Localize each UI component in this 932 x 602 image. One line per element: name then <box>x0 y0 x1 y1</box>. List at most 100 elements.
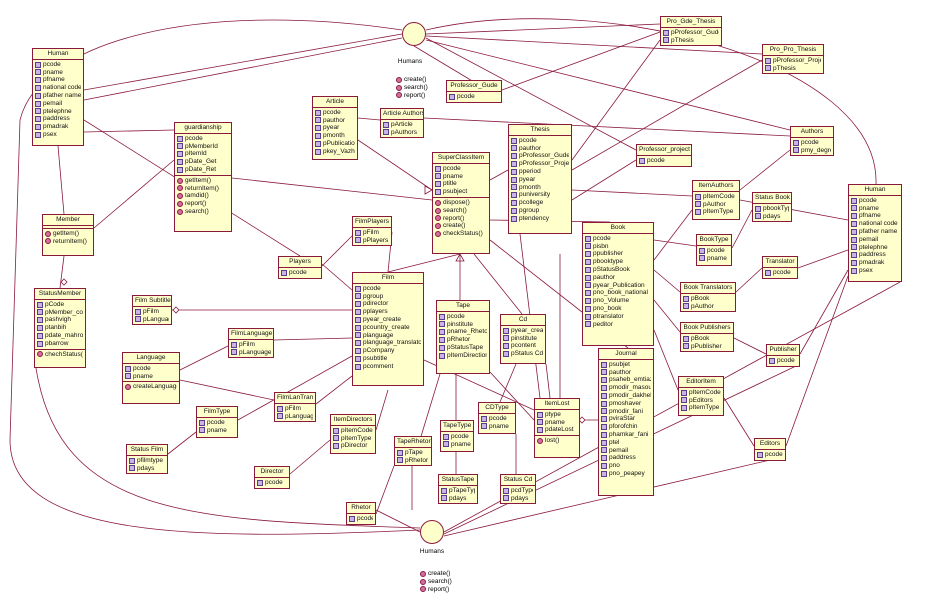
attribute-label: pcode <box>457 92 475 100</box>
attribute-label: pcode <box>489 414 507 422</box>
attribute-icon <box>663 37 669 44</box>
class-cd[interactable]: Cdpyear_createpinstitutepcontentpStatus … <box>500 314 546 364</box>
class-title: FilmType <box>197 407 237 418</box>
association-line <box>739 149 791 191</box>
attribute-icon <box>765 65 771 72</box>
attribute-row: pcode <box>765 269 795 277</box>
class-status-book[interactable]: Status BookpbookTypepdays <box>752 192 792 223</box>
attribute-row: pmadrak <box>851 259 899 267</box>
association-line <box>653 329 679 391</box>
attribute-icon <box>37 325 43 332</box>
class-film-subtitle[interactable]: Film SubtitlepFilmpLanguage <box>132 295 172 326</box>
operation-compartment: chechStatus() <box>35 348 85 360</box>
attribute-icon <box>511 145 517 152</box>
interface-circle-icon[interactable] <box>420 520 444 544</box>
attribute-label: pcode <box>773 268 791 276</box>
attribute-row: pperiod <box>511 168 569 176</box>
class-status-member[interactable]: StatusMemberpCodepMember_codepashvighpta… <box>34 288 86 368</box>
class-title: Film <box>353 273 423 284</box>
attribute-label: pauthor <box>519 144 542 152</box>
interface-circle-icon[interactable] <box>402 22 426 46</box>
attribute-label: ppublisher <box>593 250 623 258</box>
association-line <box>489 169 509 181</box>
attribute-label: pDate_Ret <box>185 165 217 173</box>
attribute-icon <box>511 168 517 175</box>
attribute-icon <box>315 109 321 116</box>
attribute-icon <box>355 301 361 308</box>
association-line <box>413 45 475 83</box>
attribute-label: psubtitle <box>363 354 388 362</box>
attribute-row: pRhetor <box>397 457 429 465</box>
attribute-icon <box>601 455 607 462</box>
operation-label: dispose() <box>443 198 470 206</box>
class-film-lan-tran[interactable]: FilmLanTranpFilmpLanguage <box>274 392 316 423</box>
attribute-icon <box>681 389 687 396</box>
operation-icon <box>435 223 441 230</box>
class-status-tape[interactable]: StatusTapepTapeTypepdays <box>438 474 478 505</box>
attribute-row: pcode <box>435 165 487 173</box>
attribute-icon <box>177 151 183 158</box>
attribute-label: pperiod <box>519 167 541 175</box>
class-status-cd[interactable]: Status CdpcdTypepdays <box>500 474 536 505</box>
association-line <box>653 209 693 261</box>
class-title: Rhetor <box>347 503 375 514</box>
attribute-row: paddress <box>35 115 81 123</box>
attribute-label: pItemCode <box>703 192 735 200</box>
attribute-label: ptelephne <box>859 243 888 251</box>
attribute-row: peditor <box>585 321 651 329</box>
interface-operations: create()search()report() <box>396 76 428 99</box>
attribute-label: ptendency <box>519 214 549 222</box>
attribute-label: pmoshaver <box>609 399 642 407</box>
aggregation-diamond-icon <box>172 306 180 314</box>
attribute-icon <box>355 363 361 370</box>
attribute-icon <box>503 327 509 334</box>
attribute-compartment: pyear_createpinstitutepcontentpStatus Cd <box>501 326 545 359</box>
aggregation-diamond-icon <box>578 416 586 424</box>
attribute-icon <box>537 427 543 434</box>
attribute-row: ptanbih <box>37 324 83 332</box>
attribute-icon <box>585 251 591 258</box>
attribute-icon <box>537 411 543 418</box>
